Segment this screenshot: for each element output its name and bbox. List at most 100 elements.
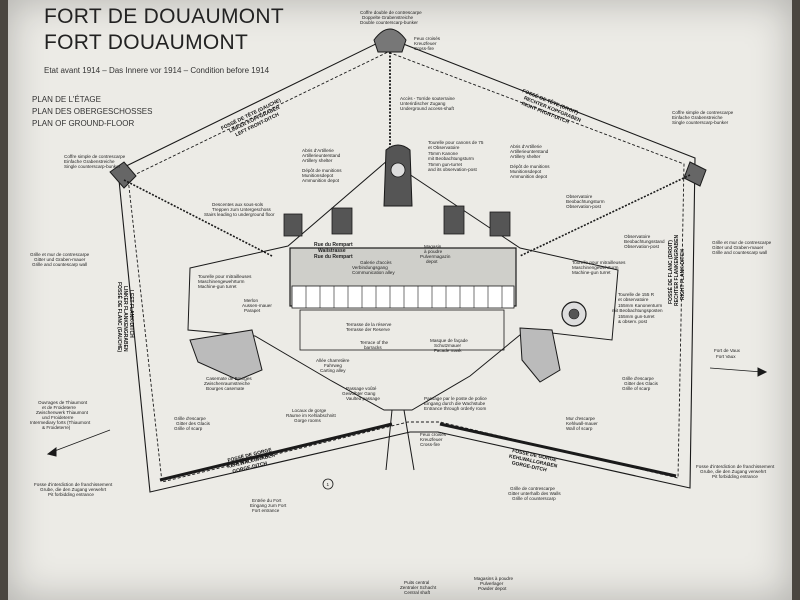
svg-text:Facade mask: Facade mask (434, 348, 462, 353)
label-grille-escarp-right: Grille d'escarpe Gitter des Glacis Grill… (622, 376, 659, 391)
label-ammo-depot-right: Dépôt de munitions Munitionsdepot Ammuni… (510, 164, 550, 179)
label-bourges-casemate: Casemate de Bourges Zwischenraumstreiche… (204, 376, 252, 391)
svg-text:barracks: barracks (364, 345, 382, 350)
svg-text:Gitter unterhalb des Walls: Gitter unterhalb des Walls (508, 491, 561, 496)
right-casemate (519, 327, 561, 383)
svg-text:Magasins à poudre: Magasins à poudre (474, 576, 514, 581)
label-grille-escarp-left: Grille d'escarpe Gitter des Glacis Grill… (174, 416, 211, 431)
svg-text:Fosse d'interdiction de franch: Fosse d'interdiction de franchissement (34, 482, 113, 487)
svg-text:Beobachtungsturm: Beobachtungsturm (566, 199, 605, 204)
svg-text:Grille d'escarpe: Grille d'escarpe (622, 376, 654, 381)
outer-glacis (117, 37, 696, 493)
svg-text:& Froideterre): & Froideterre) (42, 425, 71, 430)
svg-text:Observatoire: Observatoire (566, 194, 593, 199)
svg-text:Munitionsdepot: Munitionsdepot (510, 169, 542, 174)
svg-text:Beobachtungsstand: Beobachtungsstand (624, 239, 665, 244)
svg-text:& observ. post: & observ. post (618, 319, 648, 324)
svg-text:Rue du Rempart: Rue du Rempart (314, 254, 353, 260)
barracks-rooms (291, 285, 515, 309)
svg-text:Magasin: Magasin (424, 244, 442, 249)
label-powder-magazine: Magasin à poudre Pulvermagazin depot (420, 244, 451, 264)
svg-text:Intermediary forts (Thiaumont: Intermediary forts (Thiaumont (30, 420, 91, 425)
svg-text:Kreuzfeuer: Kreuzfeuer (414, 41, 437, 46)
svg-text:Single counterscarp-bunker: Single counterscarp-bunker (672, 120, 729, 125)
svg-text:Parapet: Parapet (244, 308, 261, 313)
label-gorge-rooms: Locaux de gorge Räume im Kehlabschnitt G… (286, 408, 337, 423)
shelter-left-2 (331, 207, 353, 235)
svg-text:Galerie d'accès: Galerie d'accès (360, 260, 392, 265)
svg-text:Doppelte Grabenstreiche: Doppelte Grabenstreiche (362, 15, 414, 20)
svg-text:Gewölbter Gang: Gewölbter Gang (342, 391, 376, 396)
svg-text:Grille d'escarpe: Grille d'escarpe (174, 416, 206, 421)
svg-text:Mur d'escarpe: Mur d'escarpe (566, 416, 595, 421)
svg-text:Terrasse de la réserve: Terrasse de la réserve (346, 322, 392, 327)
svg-text:Coffre simple de contrescarpe: Coffre simple de contrescarpe (64, 154, 126, 159)
label-gorge-grille: Grille de contrescarpe Gitter unterhalb … (508, 486, 561, 501)
label-rampart-street: Rue du Rempart Wallstrasse Rue du Rempar… (314, 242, 353, 260)
bourges-casemate (189, 329, 263, 381)
svg-text:Grille de contrescarpe: Grille de contrescarpe (510, 486, 555, 491)
entrance-road (385, 409, 415, 471)
svg-text:Wallstrasse: Wallstrasse (318, 248, 346, 254)
svg-text:Powder depot: Powder depot (478, 586, 507, 591)
gorge-wall-right (439, 422, 677, 478)
svg-text:Dépôt de munitions: Dépôt de munitions (510, 164, 550, 169)
svg-text:Puits central: Puits central (404, 580, 429, 585)
svg-text:Entrance through orderly room: Entrance through orderly room (424, 406, 486, 411)
svg-text:Terrace of the: Terrace of the (360, 340, 389, 345)
svg-text:Grube, die den Zugang verwehrt: Grube, die den Zugang verwehrt (40, 487, 107, 492)
svg-text:Maschinengewehrturm: Maschinengewehrturm (198, 279, 245, 284)
svg-text:Pit forbidding entrance: Pit forbidding entrance (712, 474, 758, 479)
plan-title: PLAN DE L'ÉTAGE PLAN DES OBERGESCHOSSES … (32, 94, 152, 130)
label-powder-magazine-2: Magasins à poudre Pulverlager Powder dep… (474, 576, 514, 591)
svg-text:Kehlwall-mauer: Kehlwall-mauer (566, 421, 598, 426)
svg-text:Abris d'Artillerie: Abris d'Artillerie (302, 148, 334, 153)
label-artillery-shelter-right: Abris d'Artillerie Artillerieunterstand … (510, 144, 549, 159)
label-escarp-wall: Mur d'escarpe Kehlwall-mauer Wall of sca… (566, 416, 598, 431)
svg-text:Double counterscarp-bunker: Double counterscarp-bunker (360, 20, 418, 25)
svg-text:Fort de Vaux: Fort de Vaux (714, 348, 741, 353)
svg-text:Ammunition depot: Ammunition depot (510, 174, 548, 179)
svg-text:LEFT FLANK-DITCH: LEFT FLANK-DITCH (128, 290, 134, 338)
label-comm-gallery: Galerie d'accès Verbindungsgang Communic… (352, 260, 395, 275)
svg-text:Grille of scarp: Grille of scarp (174, 426, 203, 431)
svg-text:Single counterscarp-bunker: Single counterscarp-bunker (64, 164, 121, 169)
svg-text:Ammunition depot: Ammunition depot (302, 178, 340, 183)
svg-text:Underground access-shaft: Underground access-shaft (400, 106, 455, 111)
svg-text:Carting alley: Carting alley (320, 368, 346, 373)
svg-text:Aussen-mauer: Aussen-mauer (242, 303, 272, 308)
svg-text:Unterirdischer Zugang: Unterirdischer Zugang (400, 101, 446, 106)
svg-text:155mm Kanonenturm: 155mm Kanonenturm (618, 303, 662, 308)
svg-text:Gitter des Glacis: Gitter des Glacis (176, 421, 211, 426)
svg-text:Zentraler Schacht: Zentraler Schacht (400, 585, 437, 590)
svg-text:Tourelle pour mitrailleuses: Tourelle pour mitrailleuses (572, 260, 626, 265)
svg-text:Artillerieunterstand: Artillerieunterstand (302, 153, 341, 158)
label-fort-entrance: Entrée du Fort Eingang zum Fort Fort ent… (250, 498, 287, 513)
svg-text:Artillery shelter: Artillery shelter (302, 158, 333, 163)
svg-text:Feux croisés: Feux croisés (420, 432, 447, 437)
svg-text:Pulverlager: Pulverlager (480, 581, 504, 586)
svg-text:Grille and countescarp wall: Grille and countescarp wall (32, 262, 87, 267)
direction-arrows (46, 367, 768, 457)
svg-text:Merlon: Merlon (244, 298, 258, 303)
svg-text:Rue du Rempart: Rue du Rempart (314, 242, 353, 248)
svg-text:Grille of scarp: Grille of scarp (622, 386, 651, 391)
svg-text:Bourges casemate: Bourges casemate (206, 386, 245, 391)
svg-text:Grille et mur de contrescarpe: Grille et mur de contrescarpe (30, 252, 90, 257)
svg-text:Accès - Torride souterraine: Accès - Torride souterraine (400, 96, 455, 101)
svg-text:à poudre: à poudre (424, 249, 443, 254)
svg-text:Fort entrance: Fort entrance (252, 508, 280, 513)
label-underground-access: Accès - Torride souterraine Unterirdisch… (400, 96, 455, 111)
label-grille-right: Grille et mur de contrescarpe Gitter und… (712, 240, 772, 255)
svg-text:Ouvrages de Thiaumont: Ouvrages de Thiaumont (38, 400, 88, 405)
svg-text:Zwischenraumstreiche: Zwischenraumstreiche (204, 381, 250, 386)
label-no-entry-right: Fosse d'interdiction de franchissement G… (696, 464, 775, 479)
label-gorge-ditch-left: FOSSÉ DE GORGE KEHLWALLGRABEN GORGE-DITC… (227, 445, 277, 475)
svg-text:Artillery shelter: Artillery shelter (510, 154, 541, 159)
svg-text:Räume im Kehlabschnitt: Räume im Kehlabschnitt (286, 413, 337, 418)
svg-text:Observatoire: Observatoire (624, 234, 651, 239)
label-reserve-terrace: Terrasse de la réserve Terrasse der Rese… (346, 322, 392, 332)
svg-text:Tourelle pour mitrailleuses: Tourelle pour mitrailleuses (198, 274, 252, 279)
svg-text:Grube, die den Zugang verwehrt: Grube, die den Zugang verwehrt (700, 469, 767, 474)
svg-text:LINKER FLANKENGRABEN: LINKER FLANKENGRABEN (122, 286, 128, 352)
